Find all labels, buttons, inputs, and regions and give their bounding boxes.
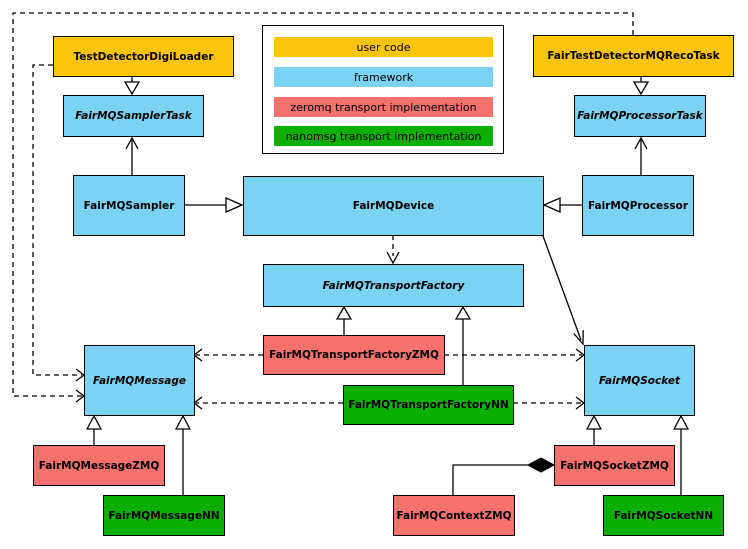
node-testdetectordigiloader: TestDetectorDigiLoader	[53, 36, 234, 77]
edge-factorynn-message-dependency	[192, 396, 343, 410]
legend: user code framework zeromq transport imp…	[262, 25, 504, 154]
node-fairmqsamplertask: FairMQSamplerTask	[63, 95, 204, 137]
node-fairmqdevice: FairMQDevice	[243, 176, 544, 236]
edge-socketnn-socket-inheritance	[672, 414, 690, 495]
edge-socketzmq-contextzmq-composition	[452, 457, 556, 495]
edge-factoryzmq-factory-inheritance	[335, 305, 353, 335]
legend-item-nanomsg-transport: nanomsg transport implementation	[274, 126, 493, 146]
legend-item-user-code: user code	[274, 37, 493, 57]
node-fairmqsocketzmq: FairMQSocketZMQ	[554, 445, 675, 486]
legend-item-framework: framework	[274, 67, 493, 87]
node-fairmqcontextzmq: FairMQContextZMQ	[393, 495, 515, 536]
node-fairmqmessagezmq: FairMQMessageZMQ	[33, 445, 165, 486]
node-fairmqtransportfactoryzmq: FairMQTransportFactoryZMQ	[263, 335, 445, 375]
node-fairtestdetectormqrecotask: FairTestDetectorMQRecoTask	[533, 35, 734, 77]
edge-factoryzmq-message-dependency	[192, 348, 263, 362]
edge-digiloader-samplertask-inheritance	[123, 76, 141, 96]
edge-messagenn-message-inheritance	[174, 414, 192, 495]
edge-recotask-processortask-inheritance	[632, 76, 650, 96]
node-fairmqtransportfactory: FairMQTransportFactory	[263, 264, 524, 307]
node-fairmqprocessor: FairMQProcessor	[582, 175, 694, 236]
edge-processor-processortask-association	[634, 136, 648, 175]
node-fairmqsocket: FairMQSocket	[584, 345, 695, 416]
node-fairmqsampler: FairMQSampler	[73, 175, 185, 236]
edge-socketzmq-socket-inheritance	[585, 414, 603, 445]
node-fairmqsocketnn: FairMQSocketNN	[603, 495, 724, 536]
edge-device-socket-association	[542, 235, 584, 346]
node-fairmqmessagenn: FairMQMessageNN	[103, 495, 225, 536]
edge-factorynn-factory-inheritance	[454, 305, 472, 385]
node-fairmqprocessortask: FairMQProcessorTask	[574, 95, 706, 137]
edge-device-factory-dependency	[386, 235, 400, 265]
edge-sampler-device-inheritance	[184, 197, 244, 213]
edge-messagezmq-message-inheritance	[85, 414, 103, 445]
edge-sampler-samplertask-association	[125, 136, 139, 175]
legend-item-zeromq-transport: zeromq transport implementation	[274, 97, 493, 117]
edge-factorynn-socket-dependency	[513, 396, 586, 410]
node-fairmqmessage: FairMQMessage	[84, 345, 195, 416]
edge-processor-device-inheritance	[542, 197, 582, 213]
node-fairmqtransportfactorynn: FairMQTransportFactoryNN	[343, 385, 514, 425]
edge-factoryzmq-socket-dependency	[444, 348, 586, 362]
